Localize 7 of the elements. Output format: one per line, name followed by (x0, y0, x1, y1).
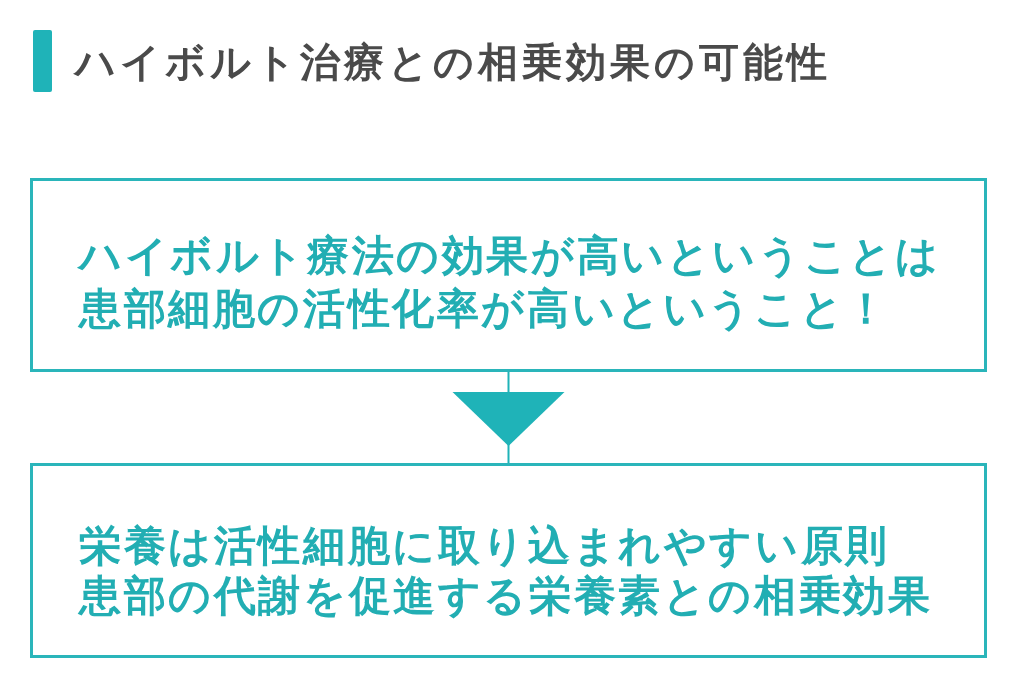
statement-text: ハイボルト療法の効果が高いということは患部細胞の活性化率が高いということ！ (79, 230, 942, 335)
title: ハイボルト治療との相乗効果の可能性 (75, 38, 831, 87)
statement-text: 患部の代謝を促進する栄養素との相乗効果 (79, 570, 934, 622)
statement-text: 栄養は活性細胞に取り込まれやすい原則 (79, 520, 891, 572)
down-arrow (452, 371, 565, 464)
text-box (30, 463, 987, 658)
text-box (30, 178, 987, 372)
